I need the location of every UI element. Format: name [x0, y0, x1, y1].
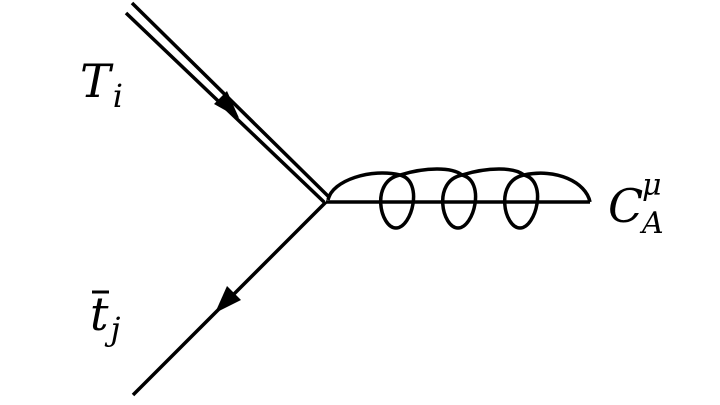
antiquark-arrow — [215, 286, 241, 313]
gluon-curly-line — [326, 167, 592, 230]
heavy-quark-label: Ti — [80, 54, 123, 115]
antiquark-label-base: t — [90, 287, 109, 341]
heavy-quark-arrow — [214, 91, 239, 118]
heavy-quark-label-base: T — [80, 54, 114, 108]
antiquark-label: tj — [90, 287, 121, 348]
gluon-label-subscript: A — [639, 206, 664, 241]
gluon-label-superscript: μ — [642, 168, 662, 203]
gluon-label-base: C — [608, 179, 643, 233]
heavy-quark-label-subscript: i — [113, 77, 123, 115]
gluon-label: C — [608, 179, 643, 233]
